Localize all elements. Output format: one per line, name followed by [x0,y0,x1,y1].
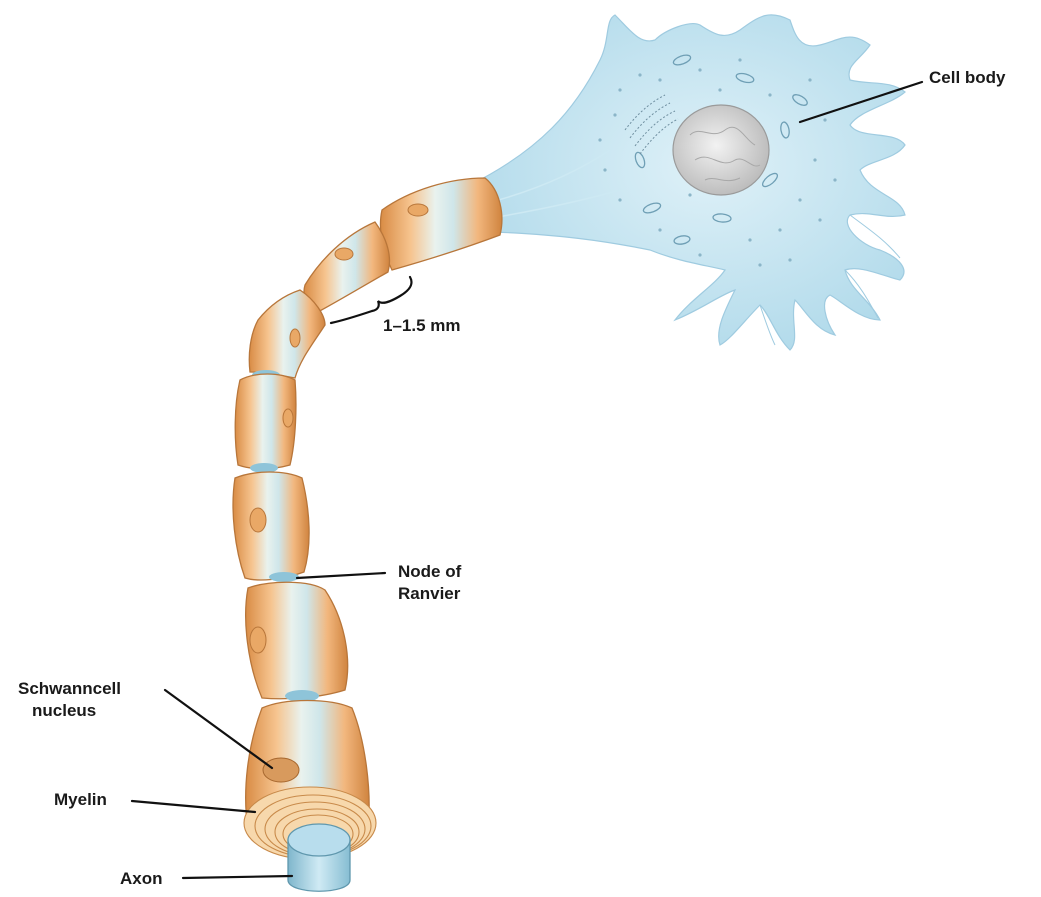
node-of-ranvier [269,572,299,582]
schwann-nucleus [283,409,293,427]
internode-length-label: 1–1.5 mm [383,316,461,335]
schwann-nucleus [250,508,266,532]
node-leader [297,573,385,578]
myelin-segment [249,290,325,378]
myelin-segment [380,178,501,270]
schwann-nucleus [250,627,266,653]
axon-core [288,824,350,891]
axon-leader [183,876,292,878]
node-label-line2: Ranvier [398,584,461,603]
axon-cut-surface [288,824,350,856]
myelinated-axon [233,178,502,891]
schwann-label-line2: nucleus [32,701,96,720]
myelin-label: Myelin [54,790,107,809]
schwann-nucleus [408,204,428,216]
schwann-nucleus [263,758,299,782]
cell-nucleus [673,105,769,195]
myelin-segment [235,374,296,469]
cell-body [470,15,905,350]
node-label-line1: Node of [398,562,462,581]
schwann-nucleus [335,248,353,260]
myelin-leader [132,801,255,812]
axon-label: Axon [120,869,163,888]
cell-body-label: Cell body [929,68,1006,87]
myelin-segment [246,582,348,698]
schwann-nucleus [290,329,300,347]
myelin-segment [304,222,389,312]
myelin-segment [233,472,309,580]
schwann-label-line1: Schwanncell [18,679,121,698]
